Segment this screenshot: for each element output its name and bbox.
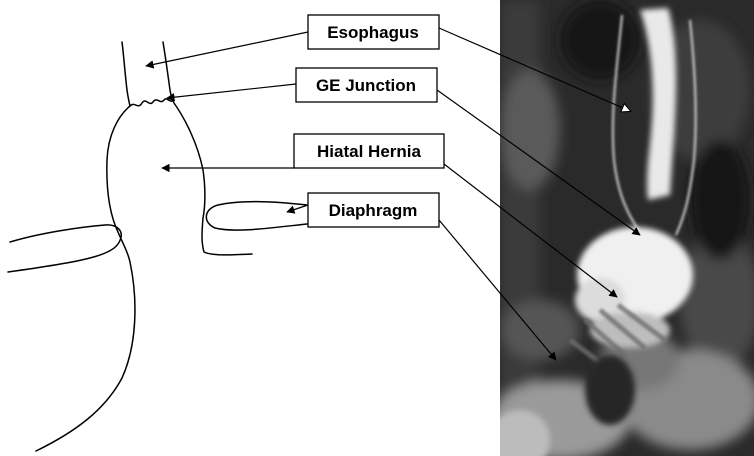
label-ge-junction-text: GE Junction xyxy=(316,76,416,95)
label-esophagus: Esophagus xyxy=(308,15,439,49)
label-ge-junction: GE Junction xyxy=(296,68,437,102)
label-diaphragm: Diaphragm xyxy=(308,193,439,227)
left-wall-outline xyxy=(36,42,135,451)
label-hiatal-hernia: Hiatal Hernia xyxy=(294,134,444,168)
arrow-esophagus-drawing xyxy=(146,32,308,66)
label-hiatal-hernia-text: Hiatal Hernia xyxy=(317,142,421,161)
barium-swallow-radiograph xyxy=(490,0,754,456)
arrow-diaphragm-drawing xyxy=(287,205,308,212)
label-diaphragm-text: Diaphragm xyxy=(329,201,418,220)
ge-junction-zline xyxy=(130,99,174,106)
label-esophagus-text: Esophagus xyxy=(327,23,419,42)
arrow-ge-junction-drawing xyxy=(167,84,296,98)
diaphragm-right-crus xyxy=(206,202,307,230)
anatomy-line-drawing xyxy=(8,42,307,451)
diaphragm-left-crus xyxy=(8,225,121,272)
